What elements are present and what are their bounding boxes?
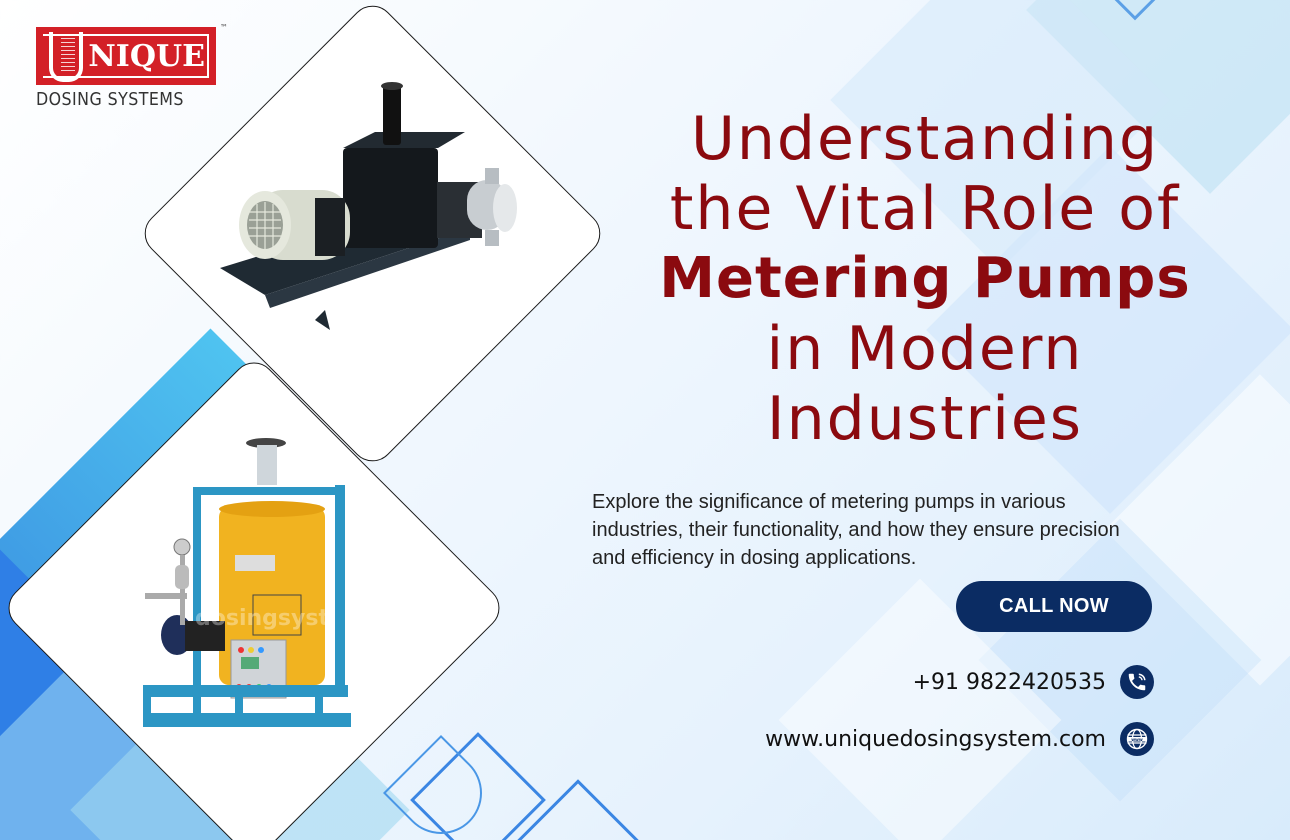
website-link[interactable]: www.uniquedosingsystem.com (765, 726, 1106, 752)
headline-line-4: in Modern (766, 314, 1084, 384)
bg-outline-diamond (507, 779, 649, 840)
logo-border (43, 34, 209, 78)
logo-subtitle: DOSING SYSTEMS (36, 89, 184, 110)
dosing-system-image: dosingsyst (135, 435, 365, 755)
headline-line-2: the Vital Role of (669, 174, 1181, 244)
trademark-symbol: ™ (220, 23, 228, 32)
website-contact[interactable]: www.uniquedosingsystem.com www (765, 722, 1154, 756)
phone-number[interactable]: +91 9822420535 (912, 669, 1106, 695)
call-now-button[interactable]: CALL NOW (956, 581, 1152, 632)
logo-word: NIQUE (88, 38, 205, 74)
bg-outline-diamond (1099, 0, 1171, 21)
phone-icon (1120, 665, 1154, 699)
brand-logo[interactable]: NIQUE ™ DOSING SYSTEMS (36, 23, 228, 110)
headline-line-1: Understanding (690, 104, 1160, 174)
description-text: Explore the significance of metering pum… (592, 491, 1120, 569)
headline-line-3-emphasis: Metering Pumps (659, 246, 1191, 311)
headline: Understanding the Vital Role of Metering… (620, 104, 1230, 454)
metering-pump-image (215, 80, 525, 340)
logo-badge: NIQUE (36, 27, 216, 85)
globe-www-icon: www (1120, 722, 1154, 756)
headline-line-5: Industries (766, 384, 1084, 454)
logo-beaker-u-icon (49, 32, 83, 82)
phone-contact[interactable]: +91 9822420535 (913, 665, 1154, 699)
bg-outline-diamond (410, 732, 546, 840)
svg-text:www: www (1131, 737, 1143, 742)
svg-text:dosingsyst: dosingsyst (195, 606, 329, 631)
bg-outline-shape (383, 735, 499, 840)
